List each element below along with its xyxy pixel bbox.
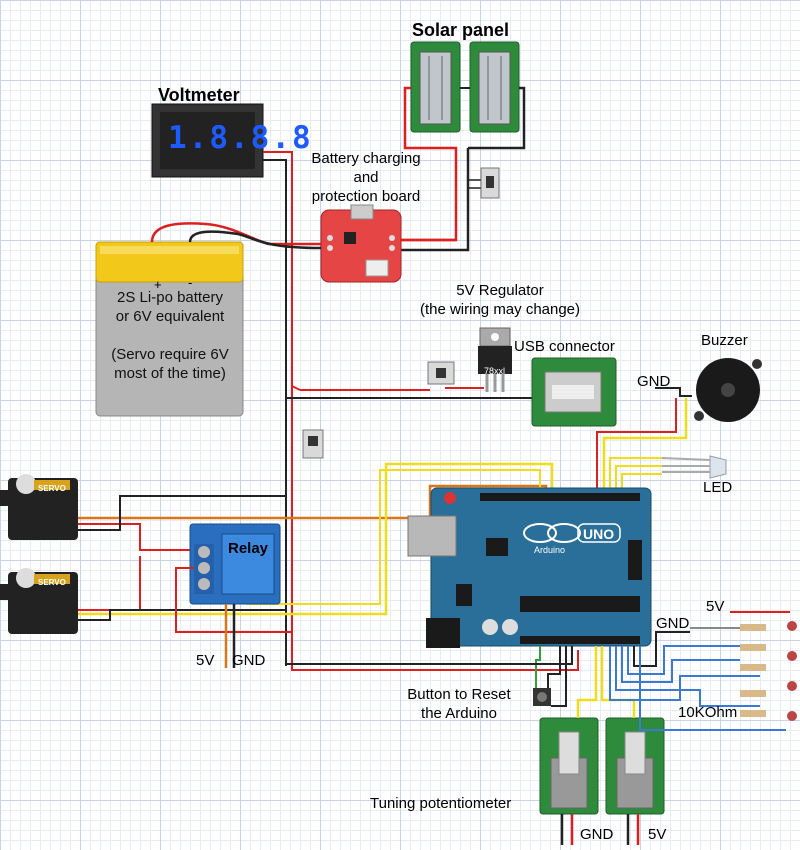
regulator-label-2: (the wiring may change) — [419, 301, 581, 318]
ldr-gnd-label: GND — [656, 615, 690, 632]
battery-line-5: most of the time) — [114, 365, 226, 382]
servo-top-brand: SERVO — [38, 484, 66, 493]
voltmeter-display: 1.8.8.8 — [168, 120, 313, 156]
battery-line-1: 2S Li-po battery — [117, 289, 223, 306]
charger-label-3: protection board — [311, 188, 421, 205]
led-label: LED — [703, 479, 733, 496]
regulator — [478, 327, 512, 392]
battery-line-4: (Servo require 6V — [111, 346, 229, 363]
solar-panel-right — [469, 41, 520, 133]
buzzer-label: Buzzer — [701, 332, 748, 349]
ldr-5v-label: 5V — [706, 598, 725, 615]
pot-gnd-label: GND — [580, 826, 614, 843]
potentiometer-label: Tuning potentiometer — [370, 795, 512, 812]
battery — [95, 241, 244, 417]
battery-plus: + — [154, 277, 162, 292]
arduino-brand-label: Arduino — [534, 545, 566, 555]
pot-5v-label: 5V — [648, 826, 667, 843]
sensor-array — [690, 611, 797, 721]
buzzer-gnd-label: GND — [637, 373, 671, 390]
usb-connector — [531, 357, 617, 427]
servo-bottom — [0, 568, 78, 634]
reset-button — [533, 688, 551, 706]
potentiometer-right — [605, 717, 665, 815]
voltmeter-label: Voltmeter — [158, 85, 240, 105]
relay-module — [189, 523, 281, 605]
reset-label-1: Button to Reset — [407, 686, 511, 703]
battery-switch — [427, 361, 455, 385]
battery-minus: - — [188, 275, 193, 290]
solar-switch — [468, 167, 500, 199]
potentiometer-left — [539, 717, 599, 815]
charger-label-2: and — [353, 169, 379, 186]
buzzer — [694, 358, 762, 422]
arduino-board — [407, 487, 652, 648]
voltmeter — [151, 103, 264, 178]
regulator-chip-label: 78xxl — [484, 366, 506, 376]
reset-label-2: the Arduino — [421, 705, 497, 722]
battery-label: 2S Li-po battery or 6V equivalent (Servo… — [100, 288, 240, 383]
battery-line-2: or 6V equivalent — [115, 308, 225, 325]
solar-panel-left — [410, 41, 461, 133]
charger-board — [320, 204, 402, 283]
regulator-label-1: 5V Regulator — [456, 282, 544, 299]
servo-bottom-brand: SERVO — [38, 578, 66, 587]
relay-label: Relay — [228, 540, 269, 557]
arduino-uno-label: UNO — [583, 526, 615, 542]
relay-switch — [302, 429, 324, 459]
relay-5v-label: 5V — [196, 652, 215, 669]
relay-gnd-label: GND — [232, 652, 266, 669]
usb-label: USB connector — [514, 338, 615, 355]
led — [661, 455, 727, 479]
servo-top — [0, 474, 78, 540]
solar-panel-label: Solar panel — [412, 20, 510, 40]
battery-line-3 — [100, 326, 240, 345]
charger-label-1: Battery charging — [311, 150, 421, 167]
resistor-label: 10KOhm — [678, 704, 738, 721]
